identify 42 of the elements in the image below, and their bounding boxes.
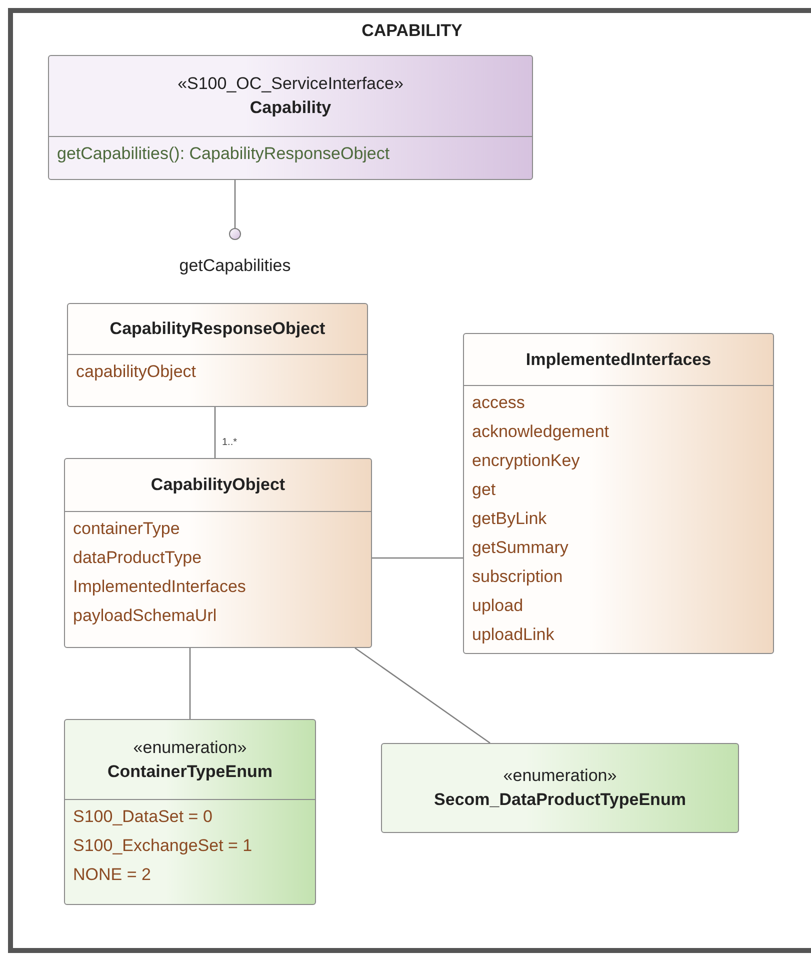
class-box bbox=[67, 303, 368, 407]
class-box bbox=[64, 458, 372, 648]
enum-literal: NONE = 2 bbox=[73, 864, 152, 886]
class-name: ImplementedInterfaces bbox=[526, 348, 712, 370]
attribute-label: access bbox=[472, 392, 526, 414]
enum-literal: S100_ExchangeSet = 1 bbox=[73, 835, 254, 857]
enumeration-box bbox=[381, 743, 739, 833]
class-name: CapabilityResponseObject bbox=[110, 318, 326, 340]
operation-label: getCapabilities(): CapabilityResponseObject bbox=[57, 143, 391, 165]
class-name: CapabilityObject bbox=[150, 474, 286, 496]
enum-literal: S100_DataSet = 0 bbox=[73, 806, 214, 828]
attribute-label: subscription bbox=[472, 566, 564, 588]
attribute-label: encryptionKey bbox=[472, 450, 581, 472]
attribute-label: capabilityObject bbox=[76, 361, 198, 383]
attribute-label: getByLink bbox=[472, 508, 548, 530]
stereotype-label: «enumeration» bbox=[503, 765, 617, 787]
association-line bbox=[372, 557, 463, 559]
package-frame bbox=[8, 8, 811, 953]
interface-box bbox=[48, 55, 533, 180]
attribute-label: uploadLink bbox=[472, 624, 556, 646]
association-line bbox=[189, 648, 191, 719]
attribute-label: getSummary bbox=[472, 537, 570, 559]
interface-circle bbox=[229, 228, 241, 240]
attribute-label: ImplementedInterfaces bbox=[73, 576, 247, 598]
attribute-label: get bbox=[472, 479, 497, 501]
attribute-label: containerType bbox=[73, 518, 181, 540]
class-name: Capability bbox=[250, 97, 332, 119]
attribute-label: upload bbox=[472, 595, 524, 617]
stereotype-label: «S100_OC_ServiceInterface» bbox=[178, 73, 404, 95]
attribute-label: payloadSchemaUrl bbox=[73, 605, 218, 627]
class-box bbox=[463, 333, 774, 654]
class-name: ContainerTypeEnum bbox=[108, 760, 272, 782]
attribute-label: dataProductType bbox=[73, 547, 203, 569]
enumeration-box bbox=[64, 719, 316, 905]
stereotype-label: «enumeration» bbox=[133, 736, 247, 758]
attribute-label: acknowledgement bbox=[472, 421, 610, 443]
association-line bbox=[354, 647, 490, 744]
association-line bbox=[234, 180, 236, 228]
association-line bbox=[214, 407, 216, 458]
class-name: Secom_DataProductTypeEnum bbox=[434, 789, 686, 811]
interface-label: getCapabilities bbox=[178, 255, 292, 277]
frame-title: CAPABILITY bbox=[360, 20, 464, 42]
